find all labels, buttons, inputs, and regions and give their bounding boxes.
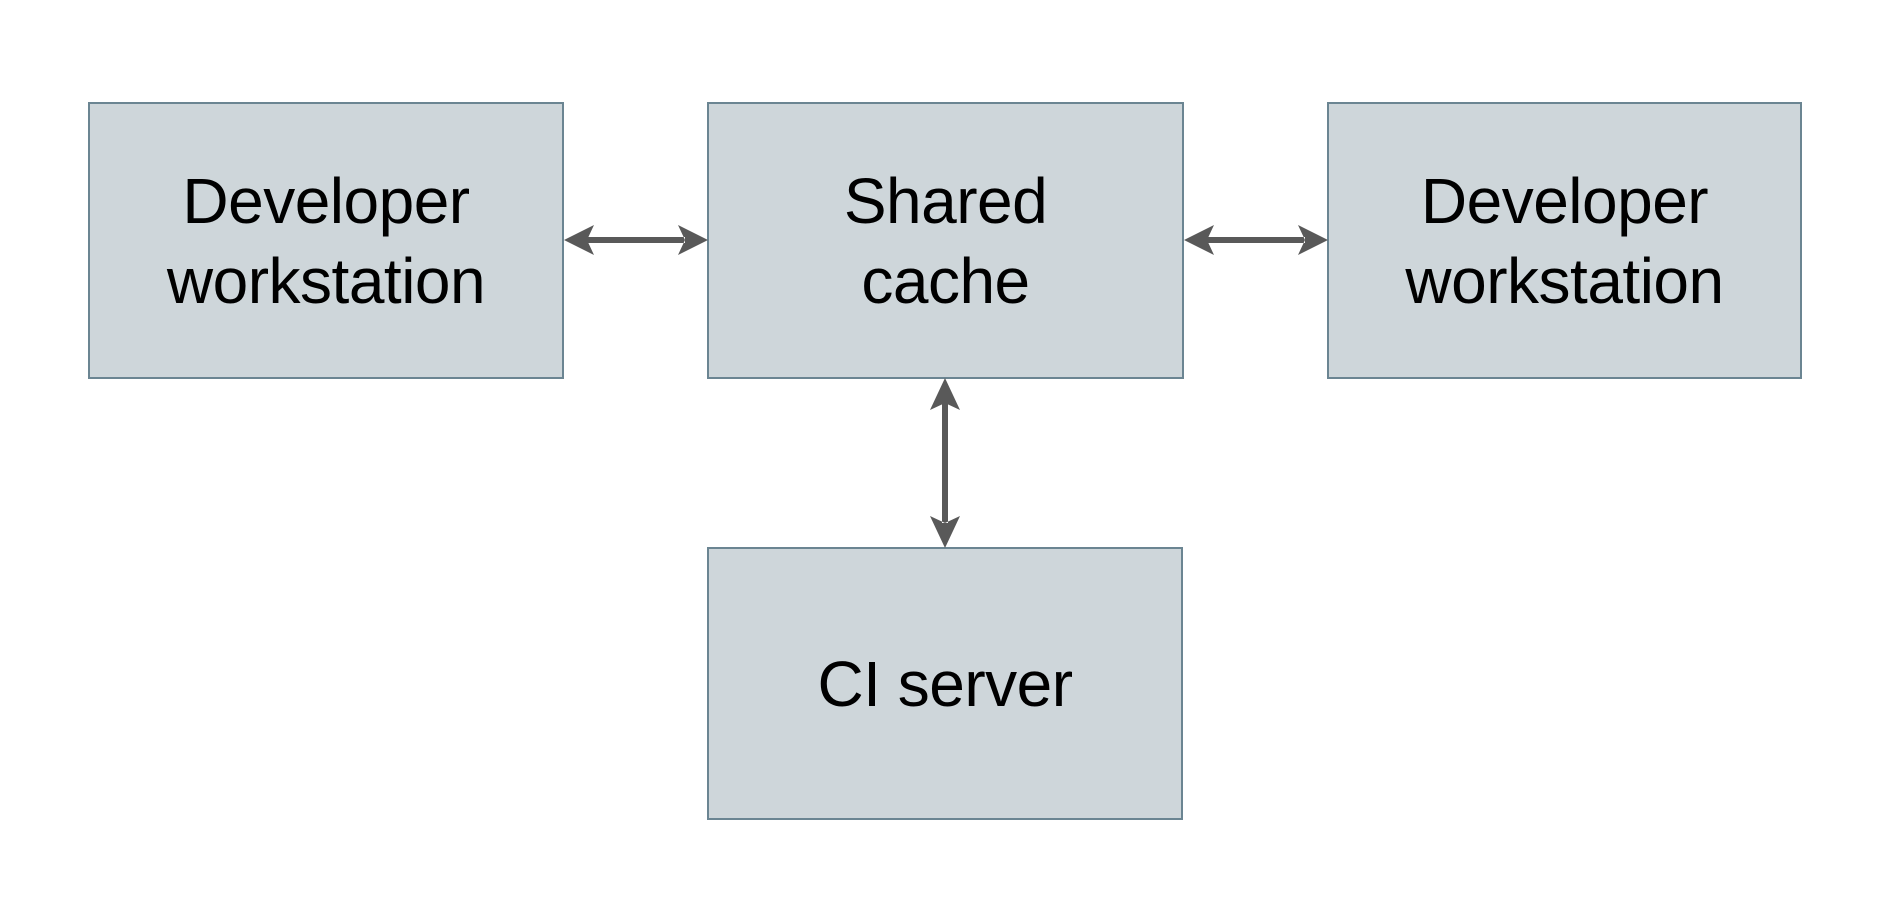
node-label: Shared cache: [843, 164, 1048, 317]
node-developer-workstation-left[interactable]: Developer workstation: [88, 102, 564, 379]
node-ci-server[interactable]: CI server: [707, 547, 1183, 820]
node-label: Developer workstation: [1405, 164, 1724, 317]
double-arrow-vertical-icon: [930, 378, 960, 548]
double-arrow-horizontal-icon: [1184, 225, 1328, 255]
edge-shared-cache-to-dev-right: [1180, 208, 1332, 272]
node-label: Developer workstation: [166, 164, 486, 317]
node-developer-workstation-right[interactable]: Developer workstation: [1327, 102, 1802, 379]
edge-shared-cache-to-ci-server: [913, 374, 977, 552]
edge-dev-left-to-shared-cache: [560, 208, 712, 272]
node-shared-cache[interactable]: Shared cache: [707, 102, 1184, 379]
double-arrow-horizontal-icon: [564, 225, 708, 255]
node-label: CI server: [817, 647, 1073, 720]
